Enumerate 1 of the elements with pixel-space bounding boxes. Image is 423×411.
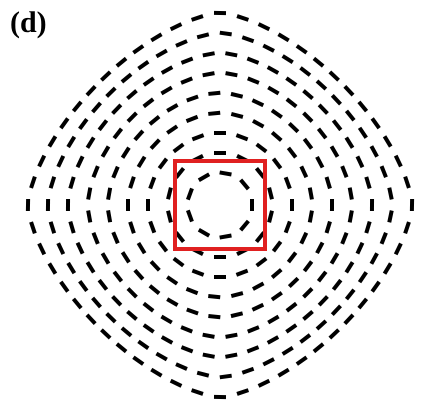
panel-label: (d) (10, 6, 47, 40)
